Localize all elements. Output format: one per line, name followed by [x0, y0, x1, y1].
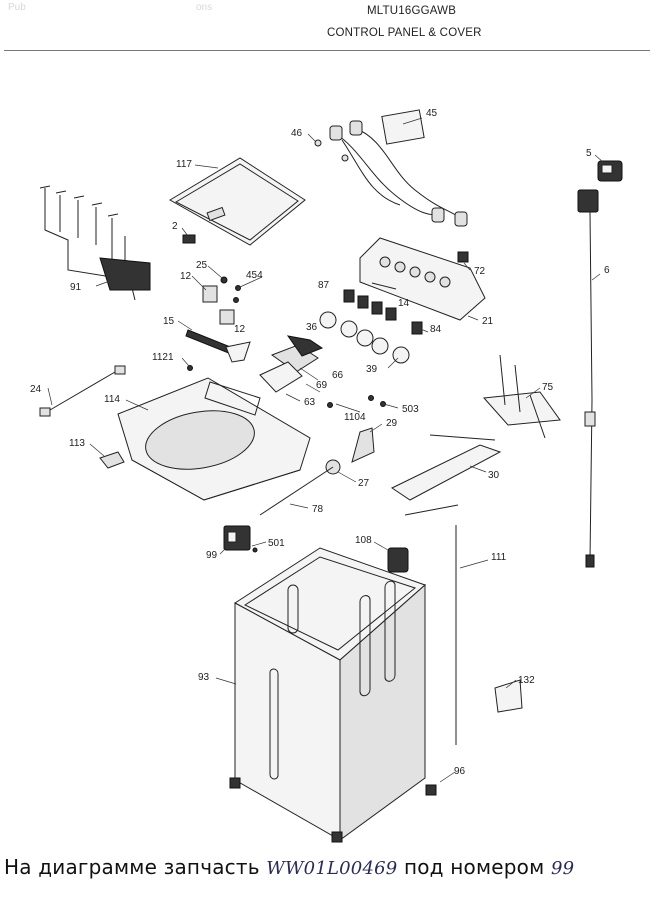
callout-46: 46 — [291, 128, 303, 139]
callout-45: 45 — [426, 108, 438, 119]
part-99-thermostat — [223, 525, 258, 553]
callout-39: 39 — [366, 364, 378, 375]
part-91-harness — [39, 185, 151, 301]
part-114-top-frame — [117, 377, 311, 501]
callout-93: 93 — [198, 672, 210, 683]
part-75-bracket — [482, 354, 561, 439]
callout-12b: 12 — [234, 324, 246, 335]
callout-27: 27 — [358, 478, 370, 489]
faint-header-text: ons — [196, 2, 213, 13]
callout-111: 111 — [491, 552, 507, 563]
part-36-knobs — [319, 311, 410, 364]
part-113-bracket — [99, 451, 125, 469]
part-108-cap — [387, 547, 409, 573]
callout-84: 84 — [430, 324, 442, 335]
faint-header-text: Pub — [8, 2, 26, 13]
part-21-control-console — [359, 237, 486, 321]
callout-501: 501 — [268, 538, 285, 549]
callout-132: 132 — [518, 675, 535, 686]
part-12-switch — [202, 276, 241, 325]
header-divider — [4, 50, 650, 51]
callout-36: 36 — [306, 322, 318, 333]
callout-117: 117 — [176, 159, 192, 170]
caption-callout: 99 — [550, 858, 575, 879]
caption-middle: под номером — [403, 855, 545, 879]
callout-29: 29 — [386, 418, 398, 429]
callout-25: 25 — [196, 260, 208, 271]
callout-63: 63 — [304, 397, 316, 408]
callout-78: 78 — [312, 504, 324, 515]
model-number: MLTU16GGAWB — [367, 5, 457, 17]
part-132-manual — [494, 679, 523, 713]
callout-24: 24 — [30, 384, 42, 395]
callout-96: 96 — [454, 766, 466, 777]
part-93-cabinet — [229, 547, 437, 843]
callout-454: 454 — [246, 270, 263, 281]
part-46-washer — [314, 139, 349, 162]
part-6-hose — [577, 189, 599, 568]
callout-66: 66 — [332, 370, 344, 381]
exploded-view-diagram: 45 46 5 117 2 25 454 12 72 14 87 84 21 6… — [30, 108, 623, 843]
callout-21: 21 — [482, 316, 494, 327]
callout-12: 12 — [180, 271, 192, 282]
callout-1121: 1121 — [152, 352, 174, 363]
callout-labels: 45 46 5 117 2 25 454 12 72 14 87 84 21 6… — [30, 108, 610, 777]
callout-91: 91 — [70, 282, 82, 293]
callout-2: 2 — [172, 221, 178, 232]
part-30-harness — [390, 434, 502, 516]
part-117-lid — [169, 157, 306, 246]
part-45-inlet-hoses — [329, 109, 468, 227]
part-5-valve — [597, 160, 623, 182]
part-29-lever — [351, 427, 375, 463]
part-27-pulley — [259, 459, 341, 516]
callout-114: 114 — [104, 394, 120, 405]
callout-14: 14 — [398, 298, 410, 309]
callout-503: 503 — [402, 404, 419, 415]
callout-5: 5 — [586, 148, 592, 159]
part-2-hinge — [182, 234, 196, 244]
part-24-wire — [39, 365, 126, 417]
callout-69: 69 — [316, 380, 328, 391]
callout-99: 99 — [206, 550, 218, 561]
callout-113: 113 — [69, 438, 85, 449]
part-15-lid-lock — [185, 329, 251, 363]
callout-75: 75 — [542, 382, 554, 393]
callout-1104: 1104 — [344, 412, 366, 423]
callout-108: 108 — [355, 535, 372, 546]
callout-72: 72 — [474, 266, 486, 277]
caption: На диаграмме запчасть WW01L00469 под ном… — [4, 855, 574, 879]
part-87-knob-bezel — [343, 282, 423, 335]
part-1104-screw — [327, 395, 386, 408]
section-title: CONTROL PANEL & COVER — [327, 27, 482, 39]
caption-part-number: WW01L00469 — [266, 858, 398, 879]
part-1121-screw — [187, 365, 193, 371]
part-69-control-board — [259, 335, 324, 393]
callout-6: 6 — [604, 265, 610, 276]
caption-text: На диаграмме запчасть — [4, 855, 260, 879]
callout-30: 30 — [488, 470, 500, 481]
callout-15: 15 — [163, 316, 175, 327]
leader-lines — [47, 117, 604, 783]
callout-87: 87 — [318, 280, 330, 291]
